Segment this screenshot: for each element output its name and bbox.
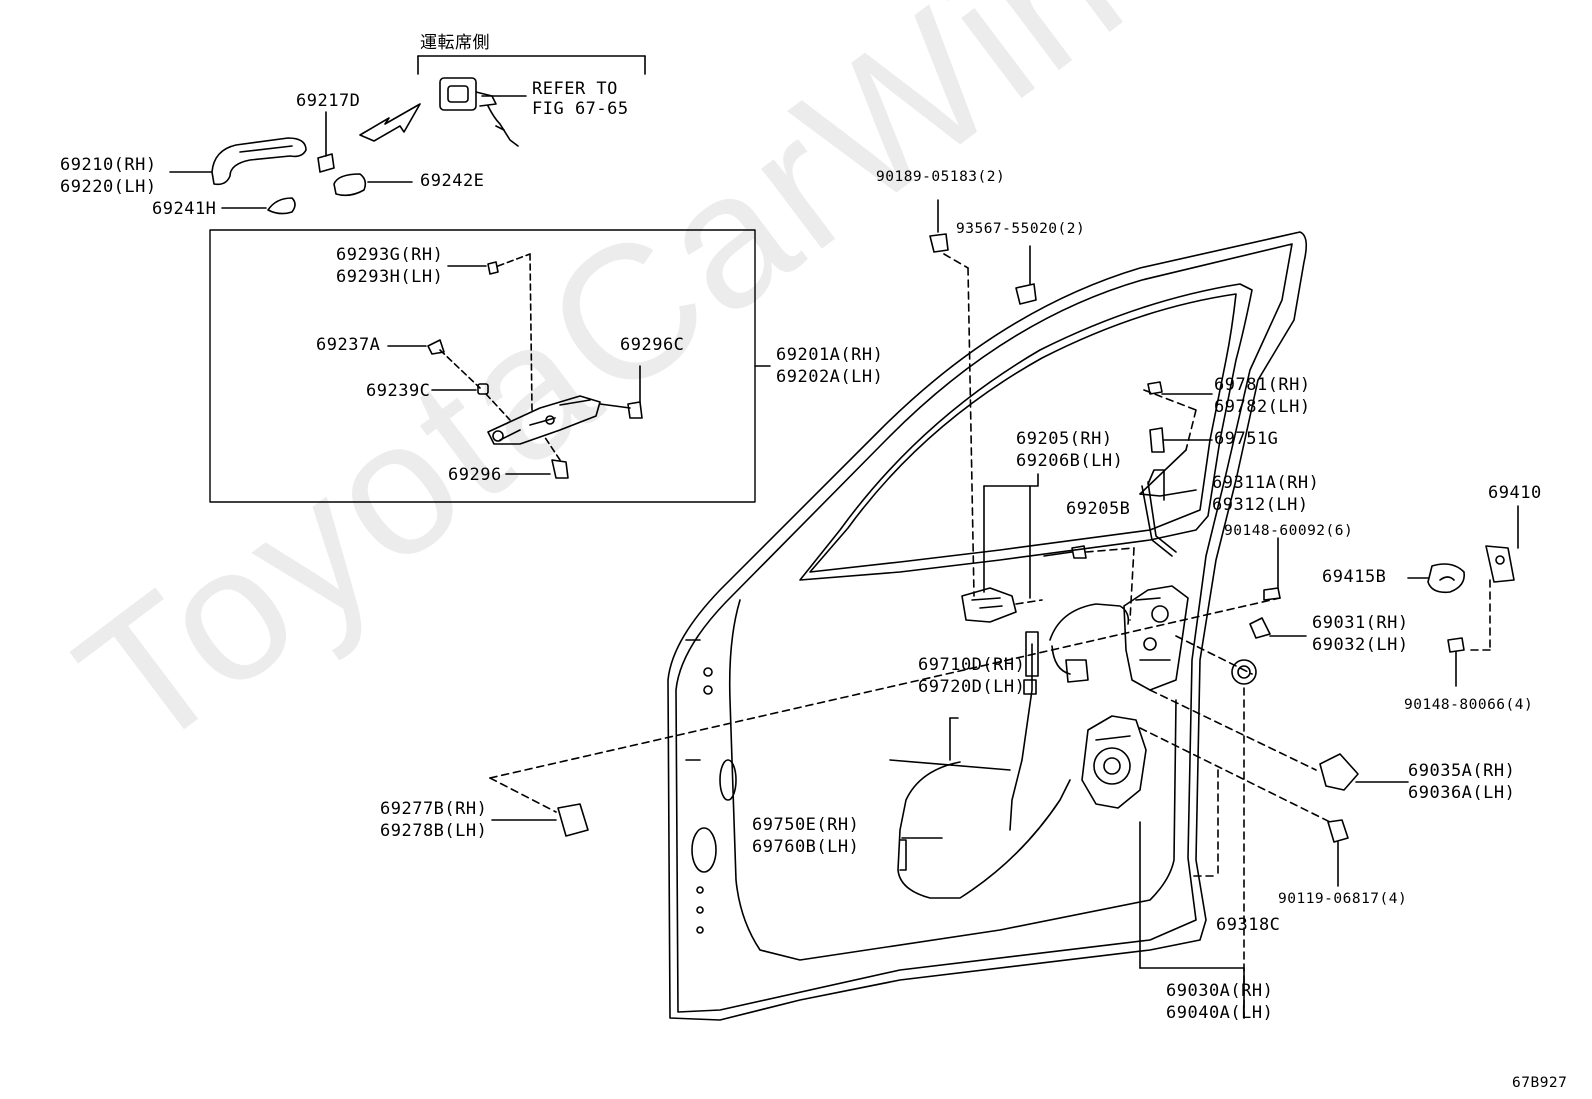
striker-parts [1147, 381, 1519, 887]
label-69036A: 69036A(LH) [1408, 783, 1516, 803]
label-69242E: 69242E [420, 171, 485, 191]
label-69293G: 69293G(RH) [336, 245, 444, 265]
label-90148-80066: 90148-80066(4) [1404, 697, 1534, 713]
label-69760B: 69760B(LH) [752, 837, 860, 857]
window-motor-icon [1081, 715, 1147, 809]
wedge-69277B-icon [491, 803, 589, 837]
label-69237A: 69237A [316, 335, 381, 355]
dashed-leaders [489, 253, 1491, 1019]
figure-code: 67B927 [1512, 1075, 1568, 1091]
label-69032: 69032(LH) [1312, 635, 1409, 655]
label-69277B: 69277B(RH) [380, 799, 488, 819]
dashed-leaders-box [439, 253, 561, 461]
label-69750E: 69750E(RH) [752, 815, 860, 835]
frame-box [209, 229, 756, 503]
pad-69242E-icon [333, 173, 413, 197]
label-69751G: 69751G [1214, 429, 1279, 449]
label-69206B: 69206B(LH) [1016, 451, 1124, 471]
label-69410: 69410 [1488, 483, 1542, 503]
label-69720D: 69720D(LH) [918, 677, 1026, 697]
pad-69241H-icon [221, 197, 296, 215]
label-fig: FIG 67-65 [532, 99, 629, 119]
label-refer-to: REFER TO [532, 79, 618, 99]
label-69293H: 69293H(LH) [336, 267, 444, 287]
driver-side-bracket [417, 55, 646, 75]
label-69312: 69312(LH) [1212, 495, 1309, 515]
inside-handle-icon [961, 473, 1039, 623]
label-69311A: 69311A(RH) [1212, 473, 1320, 493]
label-69205B: 69205B [1066, 499, 1131, 519]
label-69318C: 69318C [1216, 915, 1281, 935]
label-69210: 69210(RH) [60, 155, 157, 175]
label-69035A: 69035A(RH) [1408, 761, 1516, 781]
label-69202A: 69202A(LH) [776, 367, 884, 387]
door-lock-assembly-icon [1123, 585, 1189, 691]
label-69278B: 69278B(LH) [380, 821, 488, 841]
label-69710D: 69710D(RH) [918, 655, 1026, 675]
label-69217D: 69217D [296, 91, 361, 111]
direction-arrow [359, 103, 421, 142]
label-69201A: 69201A(RH) [776, 345, 884, 365]
label-93567: 93567-55020(2) [956, 221, 1086, 237]
label-69040A: 69040A(LH) [1166, 1003, 1274, 1023]
label-69782: 69782(LH) [1214, 397, 1311, 417]
small-parts [387, 261, 643, 479]
label-69205: 69205(RH) [1016, 429, 1113, 449]
door-outline [667, 231, 1308, 1021]
label-69031: 69031(RH) [1312, 613, 1409, 633]
label-69220: 69220(LH) [60, 177, 157, 197]
label-69030A: 69030A(RH) [1166, 981, 1274, 1001]
label-69781: 69781(RH) [1214, 375, 1311, 395]
clip-69205B-icon [1043, 545, 1087, 559]
lock-cylinder-icon [439, 77, 527, 147]
label-90148-60092: 90148-60092(6) [1224, 523, 1354, 539]
handle-frame-icon [487, 395, 631, 445]
label-90189: 90189-05183(2) [876, 169, 1006, 185]
outside-handle-icon [169, 137, 307, 186]
pad-69217D-icon [317, 111, 335, 173]
label-69296C: 69296C [620, 335, 685, 355]
label-69415B: 69415B [1322, 567, 1387, 587]
label-90119: 90119-06817(4) [1278, 891, 1408, 907]
label-driver-side: 運転席側 [420, 33, 490, 53]
screws-top [929, 199, 1037, 305]
label-69296: 69296 [448, 465, 502, 485]
label-69239C: 69239C [366, 381, 431, 401]
label-69241H: 69241H [152, 199, 217, 219]
bracket-69030A [1139, 821, 1245, 1019]
